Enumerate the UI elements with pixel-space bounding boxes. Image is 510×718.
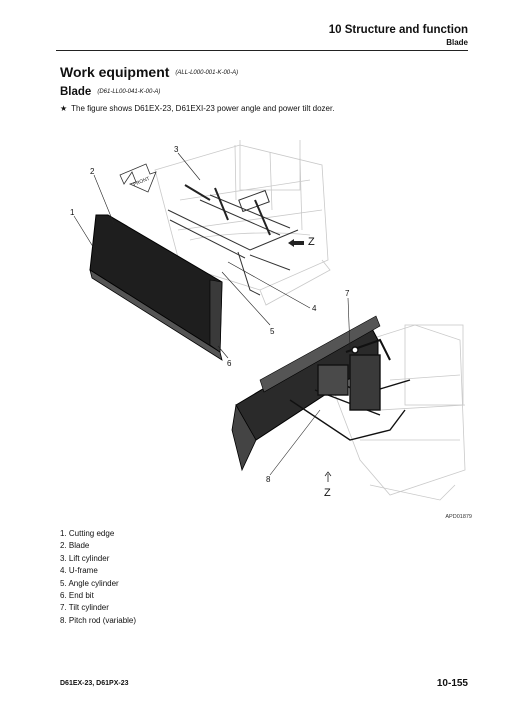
subsection-heading: Blade (D61-LL00-041-K-00-A): [60, 86, 160, 98]
legend-item: 5. Angle cylinder: [60, 578, 119, 588]
header-divider: [56, 50, 468, 51]
legend-item: 2. Blade: [60, 541, 90, 551]
callout-3: 3: [174, 145, 179, 154]
subsection-title: Blade: [60, 86, 92, 98]
lower-leader-lines: [269, 297, 351, 476]
callout-7: 7: [345, 289, 350, 298]
legend-item: 8. Pitch rod (variable): [60, 615, 137, 625]
view-label: Z: [324, 487, 331, 499]
note-text: The figure shows D61EX-23, D61EXI-23 pow…: [71, 104, 335, 113]
blade-figure: FRONT Z Z 1 2: [70, 140, 466, 501]
chapter-subtitle: Blade: [446, 38, 468, 47]
callout-1: 1: [70, 208, 75, 217]
upper-leader-lines: [73, 152, 311, 359]
upper-lift-cylinder: [184, 184, 271, 236]
upper-blade-edge: [89, 269, 223, 361]
callout-4: 4: [312, 304, 317, 313]
legend-item: 6. End bit: [60, 591, 94, 601]
section-heading: Work equipment (ALL-L000-001-K-00-A): [60, 64, 238, 80]
front-arrow-icon: FRONT: [119, 163, 157, 193]
legend-item: 3. Lift cylinder: [60, 553, 110, 563]
star-icon: ★: [60, 104, 68, 113]
callout-8: 8: [266, 475, 271, 484]
callout-5: 5: [270, 327, 275, 336]
image-code: APD01879: [445, 514, 472, 520]
figure-note: ★The figure shows D61EX-23, D61EXI-23 po…: [60, 104, 334, 113]
lower-blade-left-end: [231, 403, 257, 472]
legend-item: 4. U-frame: [60, 566, 98, 576]
legend-item: 7. Tilt cylinder: [60, 603, 109, 613]
section-title: Work equipment: [60, 64, 170, 80]
lower-machine-outline: [319, 324, 466, 501]
view-mark: Z: [308, 236, 315, 248]
section-code: (ALL-L000-001-K-00-A): [175, 70, 239, 77]
chapter-title: 10 Structure and function: [328, 24, 468, 36]
callout-2: 2: [90, 167, 95, 176]
parts-legend: 1. Cutting edge 2. Blade 3. Lift cylinde…: [60, 528, 136, 627]
subsection-code: (D61-LL00-041-K-00-A): [97, 88, 161, 95]
view-z-arrow-icon: Z: [288, 236, 315, 248]
page-number: 10-155: [436, 678, 468, 689]
lower-uframe-and-cylinders: [289, 338, 411, 441]
legend-item: 1. Cutting edge: [60, 529, 115, 538]
lower-z-label-arrow: Z: [324, 471, 332, 499]
footer-model: D61EX-23, D61PX-23: [60, 680, 129, 687]
callout-6: 6: [227, 359, 232, 368]
